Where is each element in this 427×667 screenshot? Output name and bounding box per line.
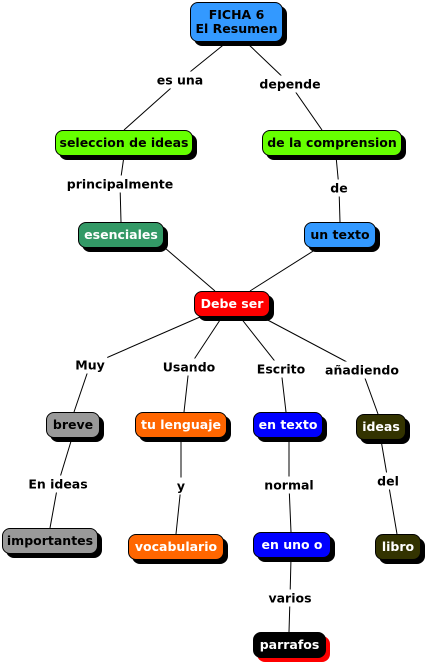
link-label-del: del: [375, 472, 401, 490]
edge-texto-to-debe: [249, 247, 319, 292]
node-tu-lenguaje-label: tu lenguaje: [141, 416, 221, 432]
node-title-line1: FICHA 6: [208, 6, 265, 22]
node-esenciales: esenciales: [78, 222, 164, 248]
node-en-uno-o-label: en uno o: [261, 536, 323, 552]
node-libro-label: libro: [381, 538, 415, 554]
node-breve-label: breve: [52, 416, 94, 432]
edge-esenciales-to-debe: [164, 247, 216, 292]
node-seleccion-de-ideas: seleccion de ideas: [55, 130, 193, 156]
node-debe-ser: Debe ser: [194, 291, 270, 317]
node-importantes: importantes: [2, 528, 98, 554]
node-breve: breve: [46, 412, 100, 438]
node-de-la-comprension-label: de la comprension: [267, 134, 397, 150]
link-label-de: de: [328, 179, 350, 197]
node-libro: libro: [375, 534, 421, 560]
link-label-varios: varios: [266, 589, 314, 607]
link-label-anadiendo: añadiendo: [323, 361, 401, 379]
link-label-normal: normal: [262, 476, 316, 494]
node-esenciales-label: esenciales: [84, 226, 158, 242]
node-vocabulario: vocabulario: [128, 534, 224, 560]
node-de-la-comprension: de la comprension: [262, 130, 402, 156]
node-importantes-label: importantes: [6, 532, 94, 548]
link-label-y: y: [174, 477, 188, 495]
node-ideas-label: ideas: [362, 418, 400, 434]
node-en-texto: en texto: [253, 412, 323, 438]
node-vocabulario-label: vocabulario: [134, 538, 218, 554]
node-tu-lenguaje: tu lenguaje: [135, 412, 227, 438]
node-debe-ser-label: Debe ser: [200, 295, 264, 311]
node-parrafos-label: parrafos: [259, 636, 320, 652]
node-en-texto-label: en texto: [258, 416, 318, 432]
link-label-principalmente: principalmente: [64, 175, 176, 193]
link-label-usando: Usando: [160, 358, 218, 376]
node-ideas: ideas: [356, 414, 406, 440]
link-label-escrito: Escrito: [254, 360, 308, 378]
node-un-texto-label: un texto: [310, 226, 370, 242]
link-label-muy: Muy: [73, 356, 107, 374]
node-parrafos: parrafos: [253, 632, 326, 658]
node-title-line2: El Resumen: [195, 21, 278, 36]
node-seleccion-de-ideas-label: seleccion de ideas: [59, 134, 189, 150]
node-un-texto: un texto: [304, 222, 376, 248]
node-en-uno-o: en uno o: [253, 532, 331, 558]
link-label-depende: depende: [257, 75, 323, 93]
node-title: FICHA 6 El Resumen: [190, 2, 283, 42]
link-label-es-una: es una: [154, 71, 206, 89]
link-label-en-ideas: En ideas: [26, 475, 90, 493]
